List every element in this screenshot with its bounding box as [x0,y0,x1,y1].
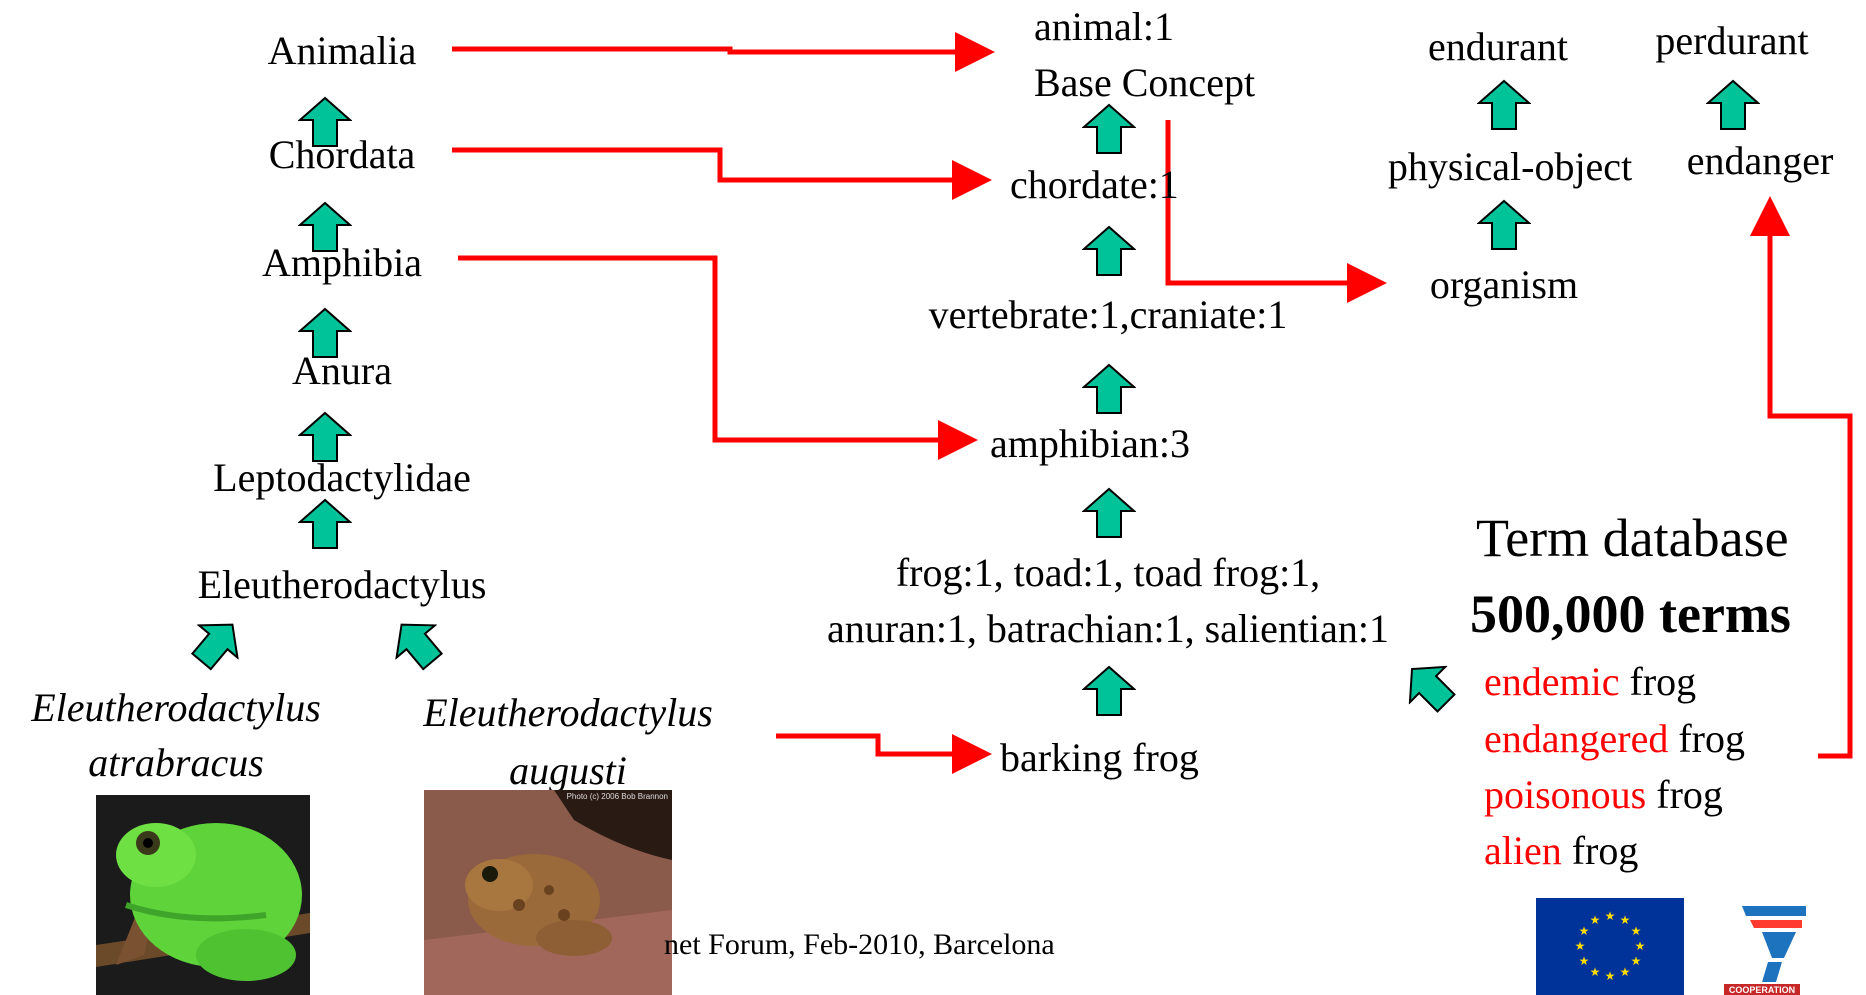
term-modifier: alien [1484,828,1562,873]
taxon-anura: Anura [292,348,392,394]
eu-star: ★ [1605,909,1616,923]
term-item: alien frog [1484,828,1638,874]
eu-star: ★ [1620,913,1631,927]
synset-vertebrate: vertebrate:1,craniate:1 [929,292,1288,338]
link-species-barking-frog [776,736,982,754]
svg-text:COOPERATION: COOPERATION [1729,985,1795,995]
term-head: frog [1562,828,1639,873]
taxon-amphibia: Amphibia [262,240,422,286]
link-base-concept-organism [1168,120,1377,283]
link-endangered-endanger [1770,206,1850,756]
eu-star: ★ [1579,924,1590,938]
synset-animal: animal:1 [1034,4,1174,50]
term-item: poisonous frog [1484,772,1723,818]
eu-star: ★ [1605,969,1616,983]
onto-endanger: endanger [1687,138,1834,184]
synset-frog-line1: frog:1, toad:1, toad frog:1, [896,550,1320,596]
link-amphibia-amphibian [458,258,968,440]
green-frog-photo [96,795,310,995]
footer-text: net Forum, Feb-2010, Barcelona [664,928,1055,962]
term-item: endangered frog [1484,716,1745,762]
term-modifier: endemic [1484,659,1620,704]
onto-endurant: endurant [1428,24,1568,70]
taxon-eleutherodactylus: Eleutherodactylus [198,562,487,608]
taxon-chordata: Chordata [269,132,416,178]
species-b-genus: Eleutherodactylus [423,690,713,736]
onto-perdurant: perdurant [1655,18,1808,64]
eu-star: ★ [1631,954,1642,968]
up-arrow-icon [1082,363,1136,415]
eu-star: ★ [1635,939,1646,953]
term-modifier: endangered [1484,716,1668,761]
species-a-genus: Eleutherodactylus [31,685,321,731]
photo-credit: Photo (c) 2006 Bob Brannon [567,792,668,802]
eu-star: ★ [1631,924,1642,938]
up-arrow-icon [1477,199,1531,251]
eu-star: ★ [1579,954,1590,968]
synset-frog-line2: anuran:1, batrachian:1, salientian:1 [827,606,1389,652]
link-animalia-animal [452,49,985,52]
up-arrow-icon [298,498,352,550]
species-b-epithet: augusti [509,748,627,794]
taxon-animalia: Animalia [268,28,417,74]
eu-star: ★ [1590,965,1601,979]
onto-physical-object: physical-object [1388,144,1632,190]
term-head: frog [1646,772,1723,817]
term-head: frog [1668,716,1745,761]
eu-flag-logo: ★★★★★★★★★★★★ [1536,898,1684,995]
term-db-title: Term database [1476,508,1789,568]
fp7-cooperation-logo: COOPERATION [1706,898,1816,995]
synset-amphibian: amphibian:3 [990,421,1190,467]
term-db-count: 500,000 terms [1470,584,1791,644]
eu-star: ★ [1590,913,1601,927]
term-head: frog [1620,659,1697,704]
up-arrow-icon [1082,487,1136,539]
term-item: endemic frog [1484,659,1696,705]
up-arrow-icon [1706,79,1760,131]
eu-star: ★ [1575,939,1586,953]
species-a-epithet: atrabracus [88,740,264,786]
taxon-leptodactylidae: Leptodactylidae [213,455,471,501]
onto-organism: organism [1430,262,1578,308]
up-arrow-icon [1082,103,1136,155]
up-arrow-icon [1082,225,1136,277]
eu-star: ★ [1620,965,1631,979]
base-concept-label: Base Concept [1034,60,1255,106]
synset-barking-frog: barking frog [1000,735,1199,781]
brown-frog-photo: Photo (c) 2006 Bob Brannon [424,790,672,995]
term-modifier: poisonous [1484,772,1646,817]
up-arrow-icon [1477,79,1531,131]
synset-chordate: chordate:1 [1010,162,1179,208]
up-arrow-icon [1082,665,1136,717]
link-chordata-chordate [452,150,982,180]
